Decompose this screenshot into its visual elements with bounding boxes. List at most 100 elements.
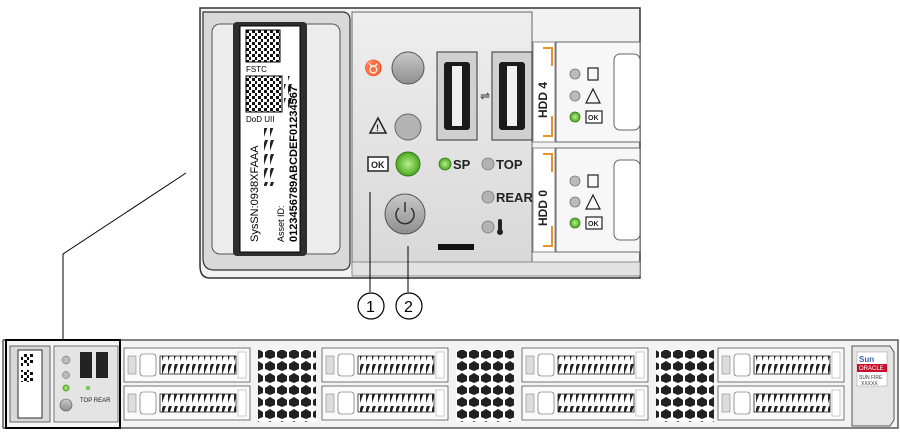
hdd4-remove-icon [587,67,599,81]
qr-code-top [245,29,281,63]
drive-bay-tag-6[interactable] [831,351,841,379]
pull-tab-slot [438,244,474,250]
ok-badge: OK [371,160,385,170]
ok-led [395,151,421,177]
drive-bay-led-strip-1[interactable] [127,393,137,413]
drive-bay-tag-3[interactable] [435,389,445,417]
drive-bay-grille-2[interactable] [357,355,435,375]
vertical-barcode [262,128,274,186]
drive-bay-grille-7[interactable] [753,393,831,413]
highlighted-region [5,339,121,429]
drive-bay-tag-2[interactable] [435,351,445,379]
top-label: TOP [496,157,523,172]
pull-out-tag: FSTC DoD UII SysSN:0938XFAAA Asset ID: 0… [202,11,351,271]
drive-bay-latch-3[interactable] [337,391,355,415]
model-name: SUN FIRE [859,375,883,381]
hdd4-label: HDD 4 [536,82,550,118]
drive-bay-grille-4[interactable] [557,355,635,375]
drive-bay-tag-4[interactable] [635,351,645,379]
drive-bay-grille-0[interactable] [159,355,237,375]
oracle-badge [857,364,887,372]
zoom-drive-bays: HDD 4 OK HDD 0 OK [532,41,641,253]
sp-led [438,157,452,171]
hdd4-ok-led [569,111,581,123]
drive-bay-tag-5[interactable] [635,389,645,417]
hdd4-remove-led [569,68,581,80]
drive-bay-tag-0[interactable] [237,351,247,379]
power-icon [395,207,415,225]
callout-1 [357,292,385,320]
callout-1-label: 1 [366,299,375,316]
hdd4-ok-icon [585,110,603,124]
hdd4-orange-bracket [543,47,553,137]
temp-led [481,220,495,234]
drive-bay-led-strip-6[interactable] [721,355,731,375]
vent-grille-0 [258,350,316,422]
usb-icon: ⇌ [480,89,490,103]
drive-bay-latch-6[interactable] [733,353,751,377]
drive-bay-latch-4[interactable] [537,353,555,377]
rear-label: REAR [496,190,533,205]
zoom-leader-line [62,172,187,340]
drive-bay-latch-0[interactable] [139,353,157,377]
svg-text:OK: OK [588,115,599,122]
drive-bay-latch-2[interactable] [337,353,355,377]
tag-sysn: SysSN:0938XFAAA [249,145,261,242]
hdd0-remove-icon [587,174,599,188]
drive-bay-tag-7[interactable] [831,389,841,417]
top-led [481,157,495,171]
sp-label: SP [453,157,471,172]
drive-bay-led-strip-3[interactable] [325,393,335,413]
side-barcode [284,76,292,112]
hdd0-orange-bracket [543,153,553,247]
tag-asset-label: Asset ID: [276,205,286,242]
zoomed-detail: FSTC DoD UII SysSN:0938XFAAA Asset ID: 0… [199,7,641,279]
hdd0-ok-led [569,217,581,229]
hdd4-fault-led [569,90,581,102]
svg-text:!: ! [376,123,379,133]
callout-2-label: 2 [404,299,413,316]
qr-code-mid [245,75,283,113]
drive-bay-latch-1[interactable] [139,391,157,415]
drive-bay-grille-5[interactable] [557,393,635,413]
drive-bay-led-strip-2[interactable] [325,355,335,375]
tag-asset-id: 0123456789ABCDEF01234567 [288,86,300,242]
hdd0-fault-led [569,196,581,208]
drive-bay-led-strip-4[interactable] [525,355,535,375]
drive-bay-grille-1[interactable] [159,393,237,413]
drive-bay-tag-1[interactable] [237,389,247,417]
drive-bay-led-strip-7[interactable] [721,393,731,413]
svg-text:TOP REAR: TOP REAR [80,398,111,404]
service-led [394,113,422,141]
front-drive-bays [123,347,845,422]
callout-2 [395,292,423,320]
hdd0-ok-icon [585,216,603,230]
drive-bay-latch-7[interactable] [733,391,751,415]
control-panel: ♉ ! OK SP TOP REAR [351,11,533,269]
drive-bay-latch-5[interactable] [537,391,555,415]
warning-icon [368,116,388,134]
hdd4-warning-icon [585,87,601,104]
thermometer-icon [498,219,502,231]
vent-grille-2 [656,350,714,422]
hdd0-remove-led [569,175,581,187]
tag-mid-code: DoD UII [246,115,274,124]
hdd0-label: HDD 0 [536,190,550,226]
drive-bay-grille-6[interactable] [753,355,831,375]
power-button[interactable] [384,193,426,235]
drive-bay-led-strip-5[interactable] [525,393,535,413]
sun-logo: Sun [859,355,874,364]
oracle-logo: ORACLE [859,366,884,372]
hdd0-warning-icon [585,193,601,210]
rear-led [481,190,495,204]
callouts: 1 2 [357,192,423,320]
locator-button[interactable] [391,51,425,85]
model-sub: XXXXX [861,381,878,387]
ok-icon [367,156,389,172]
tag-top-code: FSTC [246,65,267,74]
vent-grille-1 [456,350,514,422]
server-front-view: TOP REAR Sun ORACLE SUN FIRE XXXXX [2,339,899,429]
drive-bay-grille-3[interactable] [357,393,435,413]
drive-bay-led-strip-0[interactable] [127,355,137,375]
